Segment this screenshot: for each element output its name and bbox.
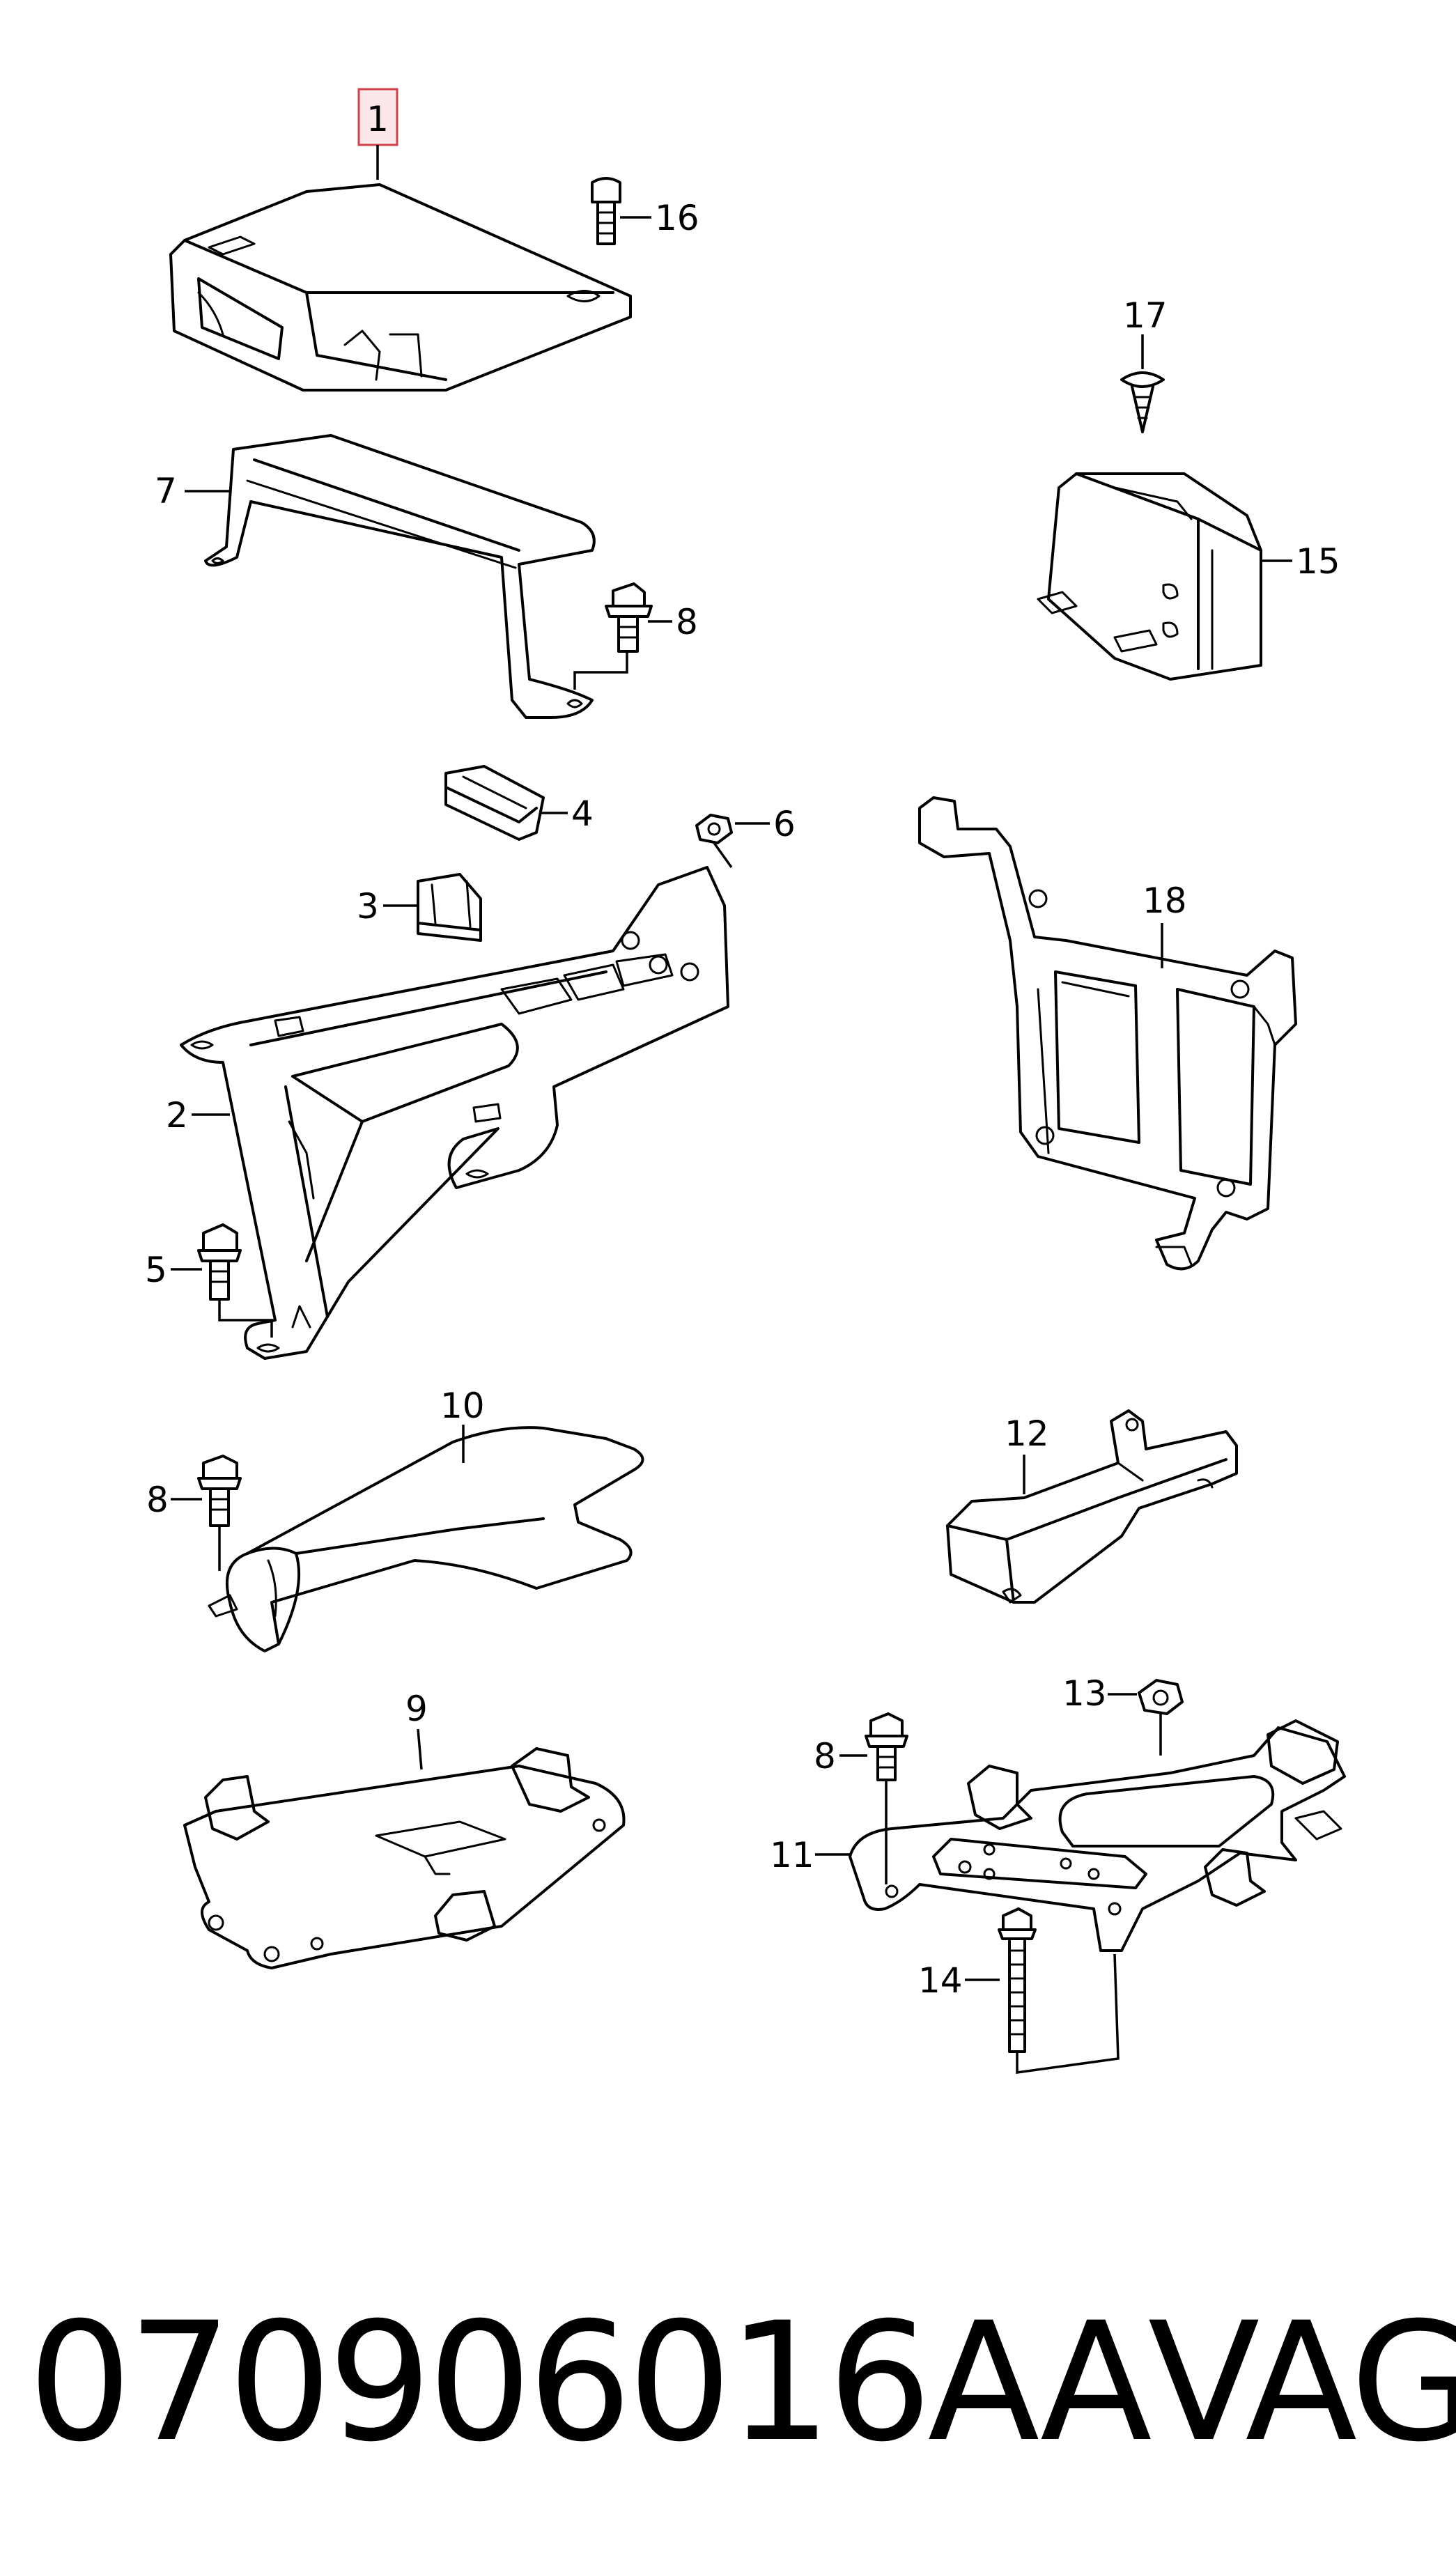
svg-text:1: 1 xyxy=(366,99,389,139)
svg-text:4: 4 xyxy=(571,793,594,834)
part-13-nut[interactable] xyxy=(1138,1679,1184,1756)
svg-text:7: 7 xyxy=(155,471,177,511)
callout-15[interactable]: 15 xyxy=(1262,541,1340,582)
callout-18[interactable]: 18 xyxy=(1143,881,1187,968)
part-10-shield[interactable] xyxy=(208,1426,644,1652)
part-8-bolt-middle[interactable] xyxy=(197,1455,242,1571)
svg-text:8: 8 xyxy=(814,1736,836,1776)
callout-8-middle[interactable]: 8 xyxy=(146,1480,202,1520)
svg-text:11: 11 xyxy=(770,1835,814,1875)
svg-text:8: 8 xyxy=(676,602,698,642)
svg-text:12: 12 xyxy=(1005,1413,1049,1454)
svg-text:14: 14 xyxy=(918,1960,963,2001)
svg-text:17: 17 xyxy=(1123,295,1168,336)
callout-7[interactable]: 7 xyxy=(155,471,230,511)
callout-11[interactable]: 11 xyxy=(770,1835,850,1875)
brand: VAG xyxy=(1147,2287,1456,2478)
part-7-bracket[interactable] xyxy=(204,434,596,719)
part-12-housing[interactable] xyxy=(946,1409,1238,1604)
part-14-long-bolt[interactable] xyxy=(998,1907,1120,2075)
part-8-bolt-lower[interactable] xyxy=(865,1712,908,1884)
callout-14[interactable]: 14 xyxy=(918,1960,1000,2001)
part-4-clip[interactable] xyxy=(444,765,545,841)
part-3-clip[interactable] xyxy=(417,873,482,942)
part-9-plate[interactable] xyxy=(183,1747,626,1969)
part-6-nut[interactable] xyxy=(695,814,733,869)
svg-text:13: 13 xyxy=(1062,1673,1107,1714)
callout-10[interactable]: 10 xyxy=(440,1386,485,1463)
callout-3[interactable]: 3 xyxy=(357,886,418,927)
part-15-module[interactable] xyxy=(1037,472,1262,681)
callout-1[interactable]: 1 xyxy=(357,88,398,180)
callout-12[interactable]: 12 xyxy=(1005,1413,1049,1494)
part-2-carrier[interactable] xyxy=(180,866,729,1360)
callout-2[interactable]: 2 xyxy=(166,1095,230,1136)
callout-16[interactable]: 16 xyxy=(620,198,699,238)
callout-13[interactable]: 13 xyxy=(1062,1673,1137,1714)
part-17-screw[interactable] xyxy=(1120,371,1165,433)
callout-4[interactable]: 4 xyxy=(540,793,594,834)
svg-text:5: 5 xyxy=(145,1250,167,1290)
part-8-bolt-upper[interactable] xyxy=(573,582,653,690)
svg-text:2: 2 xyxy=(166,1095,188,1136)
part-16-screw[interactable] xyxy=(591,177,621,245)
svg-text:16: 16 xyxy=(655,198,699,238)
svg-text:18: 18 xyxy=(1143,881,1187,921)
callout-5[interactable]: 5 xyxy=(145,1250,202,1290)
svg-text:9: 9 xyxy=(405,1689,428,1729)
callout-17[interactable]: 17 xyxy=(1123,295,1168,369)
part-number: 070906016AA xyxy=(28,2287,1152,2478)
callout-9[interactable]: 9 xyxy=(405,1689,428,1770)
caption: 070906016AA VAG xyxy=(28,2285,1456,2480)
callout-8-lower[interactable]: 8 xyxy=(814,1736,867,1776)
svg-text:15: 15 xyxy=(1296,541,1340,582)
callout-6[interactable]: 6 xyxy=(735,804,796,844)
part-18-bracket[interactable] xyxy=(918,796,1297,1271)
callout-8-upper[interactable]: 8 xyxy=(648,602,698,642)
part-5-bolt[interactable] xyxy=(197,1223,273,1338)
svg-text:3: 3 xyxy=(357,886,379,927)
svg-text:6: 6 xyxy=(773,804,796,844)
part-1-control-unit[interactable] xyxy=(169,183,632,392)
part-11-frame[interactable] xyxy=(849,1719,1346,1952)
svg-text:8: 8 xyxy=(146,1480,169,1520)
svg-text:10: 10 xyxy=(440,1386,485,1426)
